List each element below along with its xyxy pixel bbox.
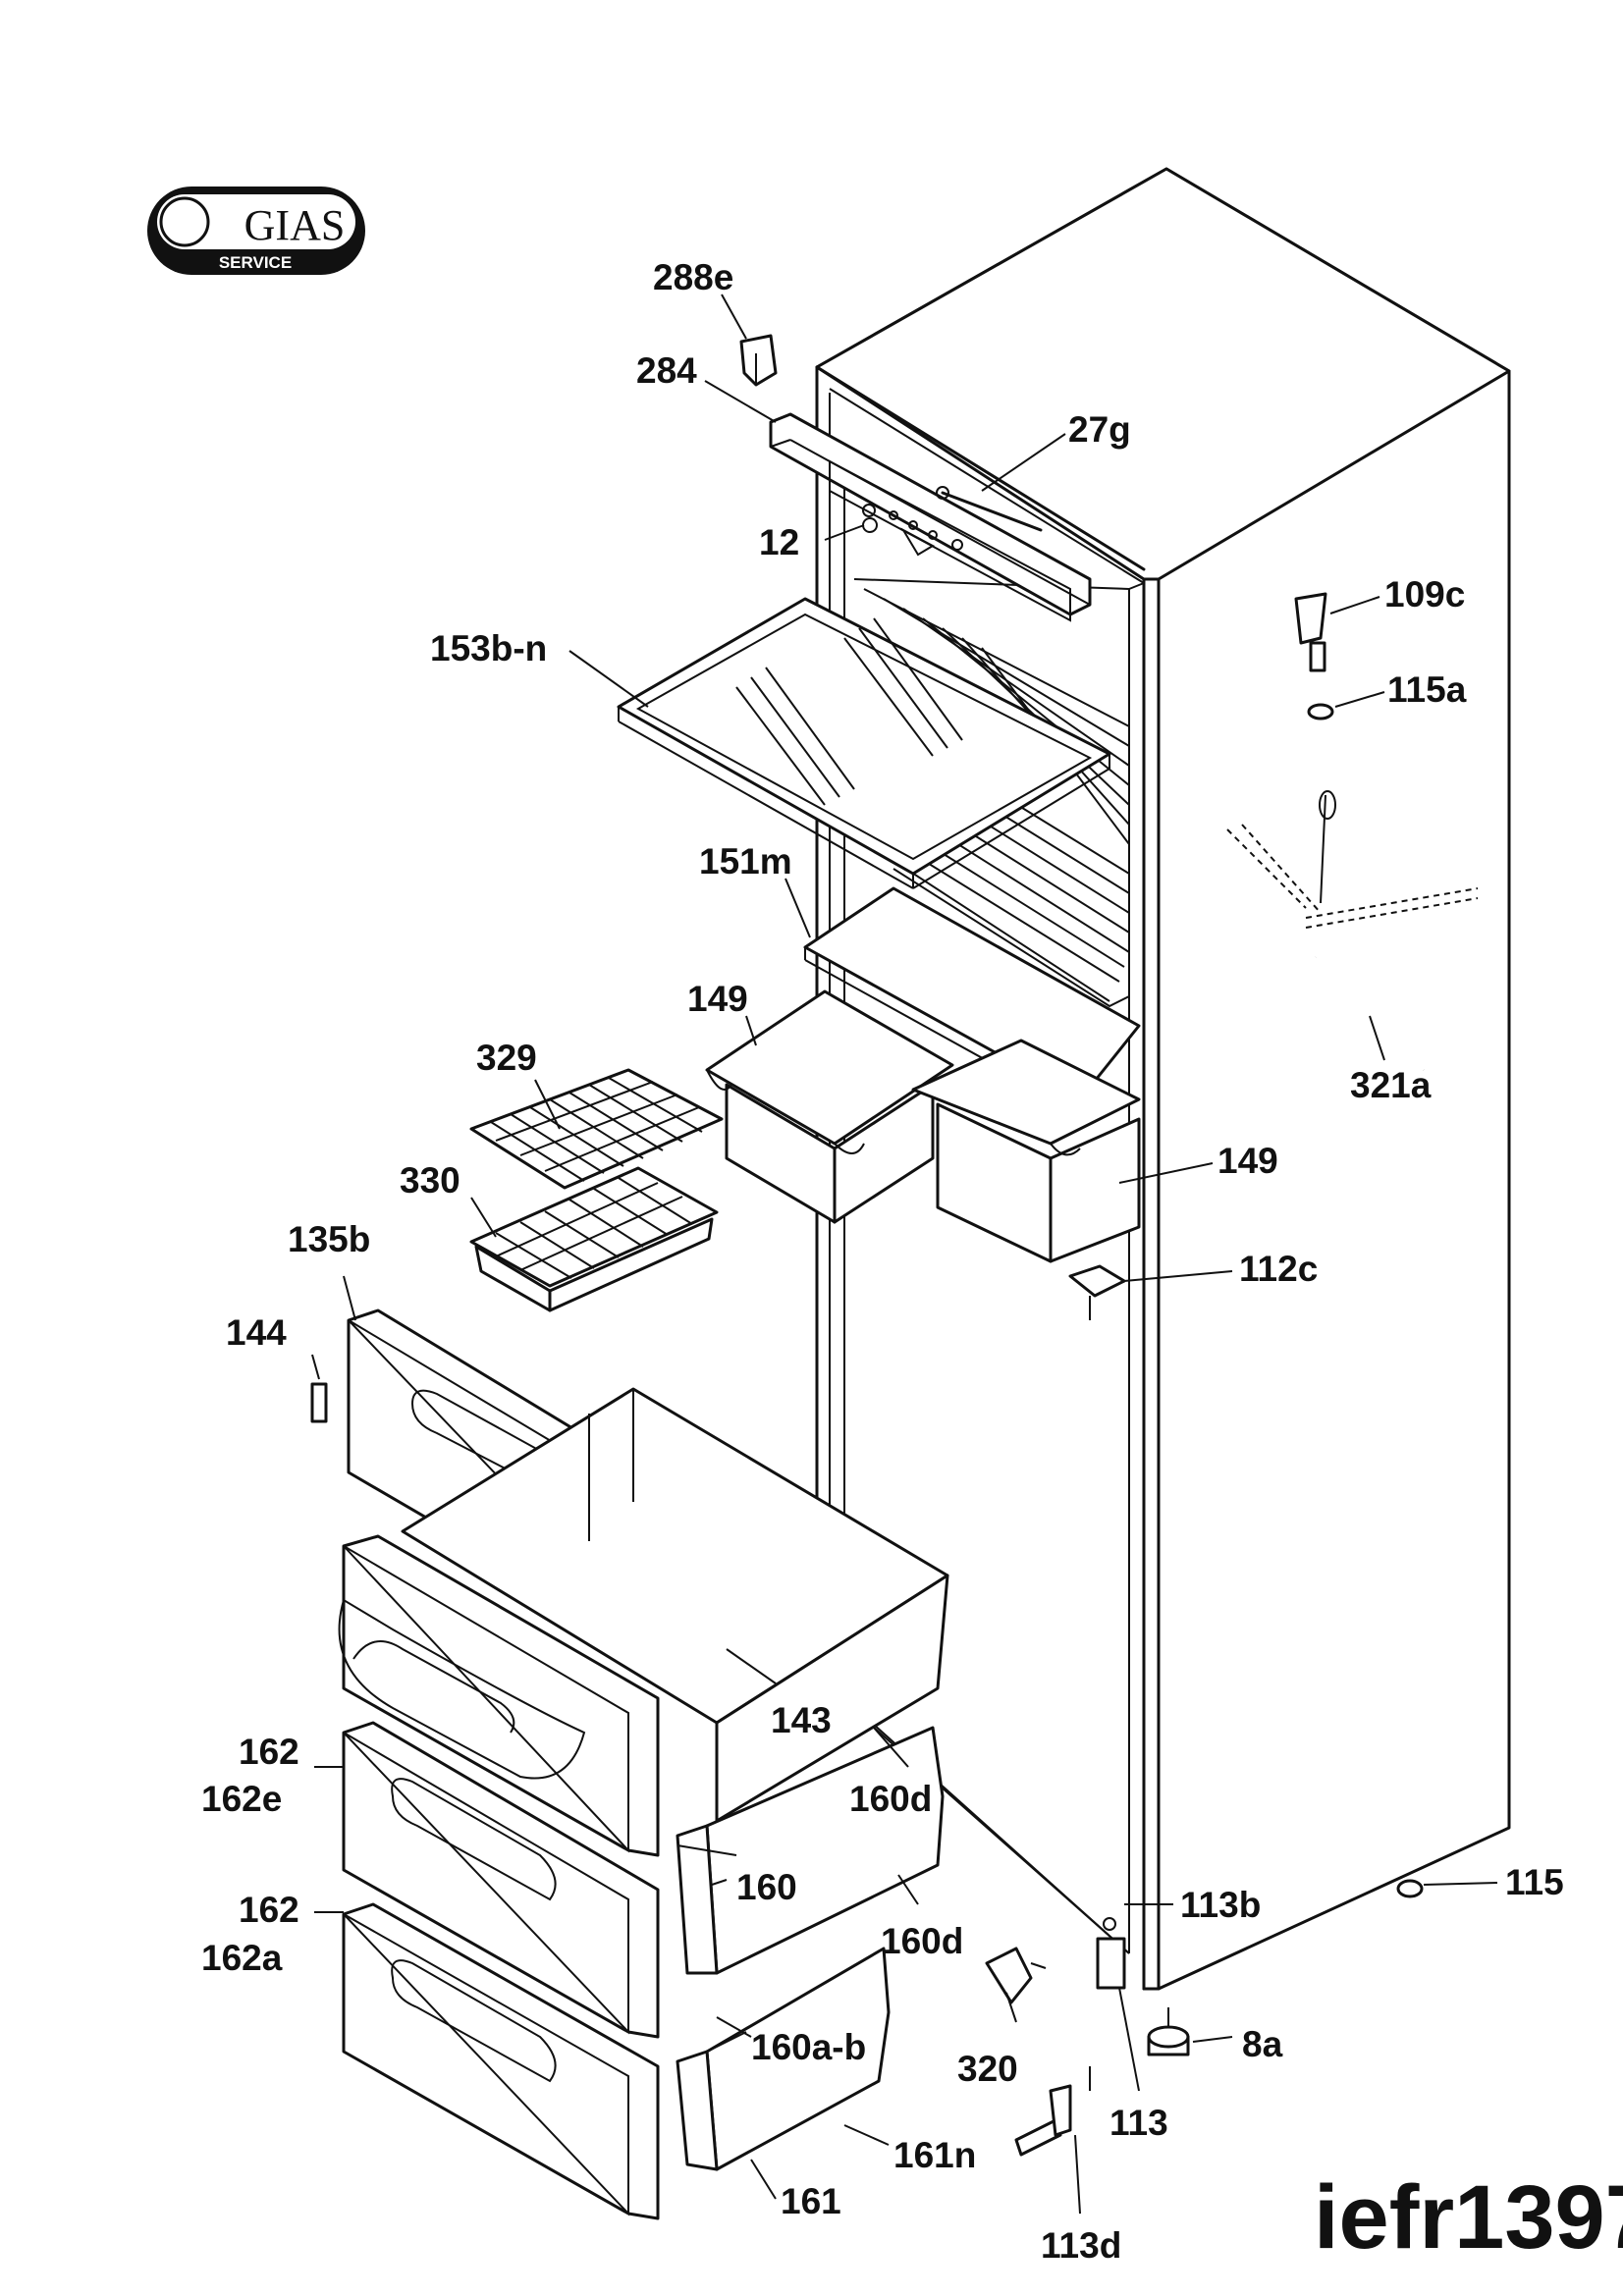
label-162-top: 162 (239, 1732, 299, 1772)
logo-text: GIAS (244, 201, 346, 249)
label-149-right: 149 (1217, 1141, 1278, 1181)
drawer-front-middle (342, 1721, 660, 2039)
label-162-bottom: 162 (239, 1890, 299, 1930)
label-330: 330 (400, 1160, 460, 1201)
label-12: 12 (759, 522, 799, 562)
lamp (862, 517, 878, 533)
logo-subtext: SERVICE (219, 253, 292, 272)
hinge-113d (1014, 2066, 1091, 2157)
label-160: 160 (736, 1867, 797, 1907)
freezer-drawer-middle (676, 1726, 945, 1975)
drawer-front-top (338, 1534, 660, 1857)
label-160d-bottom: 160d (881, 1921, 963, 1961)
label-8a: 8a (1242, 2024, 1283, 2064)
glass-shelf (617, 597, 1111, 889)
label-27g: 27g (1068, 409, 1131, 450)
label-113d: 113d (1041, 2225, 1121, 2266)
freezer-drawer-bottom (676, 1947, 891, 2171)
label-162e: 162e (201, 1779, 282, 1819)
evaporator-grid (853, 578, 1130, 1008)
foot-8a (1147, 2007, 1190, 2056)
drawer-front-bottom (342, 1902, 660, 2220)
hinge-113 (1096, 1917, 1126, 1990)
label-143: 143 (771, 1700, 832, 1740)
label-135b: 135b (288, 1219, 370, 1259)
washer-115 (1396, 1879, 1424, 1898)
drain-tube-321a (1226, 790, 1479, 1073)
label-151m: 151m (699, 841, 792, 881)
crisper-box-left (705, 989, 954, 1224)
label-113b: 113b (1180, 1885, 1261, 1925)
label-160d-top: 160d (849, 1779, 932, 1819)
freezer-basket-top (401, 1387, 949, 1823)
cover-320 (985, 1947, 1047, 2004)
label-162a: 162a (201, 1938, 283, 1978)
label-329: 329 (476, 1038, 537, 1078)
label-161n: 161n (893, 2135, 976, 2175)
drawing-code: iefr1397 (1314, 2167, 1623, 2268)
label-144: 144 (226, 1312, 287, 1353)
label-112c: 112c (1239, 1249, 1318, 1289)
gias-service-logo: GIAS SERVICE (147, 187, 365, 275)
label-109c: 109c (1384, 574, 1465, 614)
label-115: 115 (1505, 1862, 1564, 1902)
crisper-box-right (911, 1039, 1141, 1263)
ice-tray-lid (469, 1068, 724, 1190)
label-321a: 321a (1350, 1065, 1432, 1105)
bracket-288e (739, 334, 778, 387)
door-hinge-109c (1294, 592, 1334, 721)
label-161: 161 (781, 2181, 841, 2221)
label-320: 320 (957, 2049, 1018, 2089)
label-153b-n: 153b-n (430, 628, 547, 668)
part-labels: 288e 284 27g 12 109c 115a 153b-n 151m 14… (201, 257, 1564, 2266)
label-115a: 115a (1387, 669, 1467, 710)
control-panel (769, 412, 1092, 622)
label-113: 113 (1109, 2103, 1168, 2143)
ice-cube-tray (469, 1166, 719, 1312)
hinge-112c (1068, 1264, 1126, 1320)
label-160a-b: 160a-b (751, 2027, 866, 2067)
leader-lines (311, 294, 1498, 2215)
label-288e: 288e (653, 257, 733, 297)
label-149-left: 149 (687, 979, 748, 1019)
label-284: 284 (636, 350, 697, 391)
clip-144 (310, 1382, 328, 1423)
